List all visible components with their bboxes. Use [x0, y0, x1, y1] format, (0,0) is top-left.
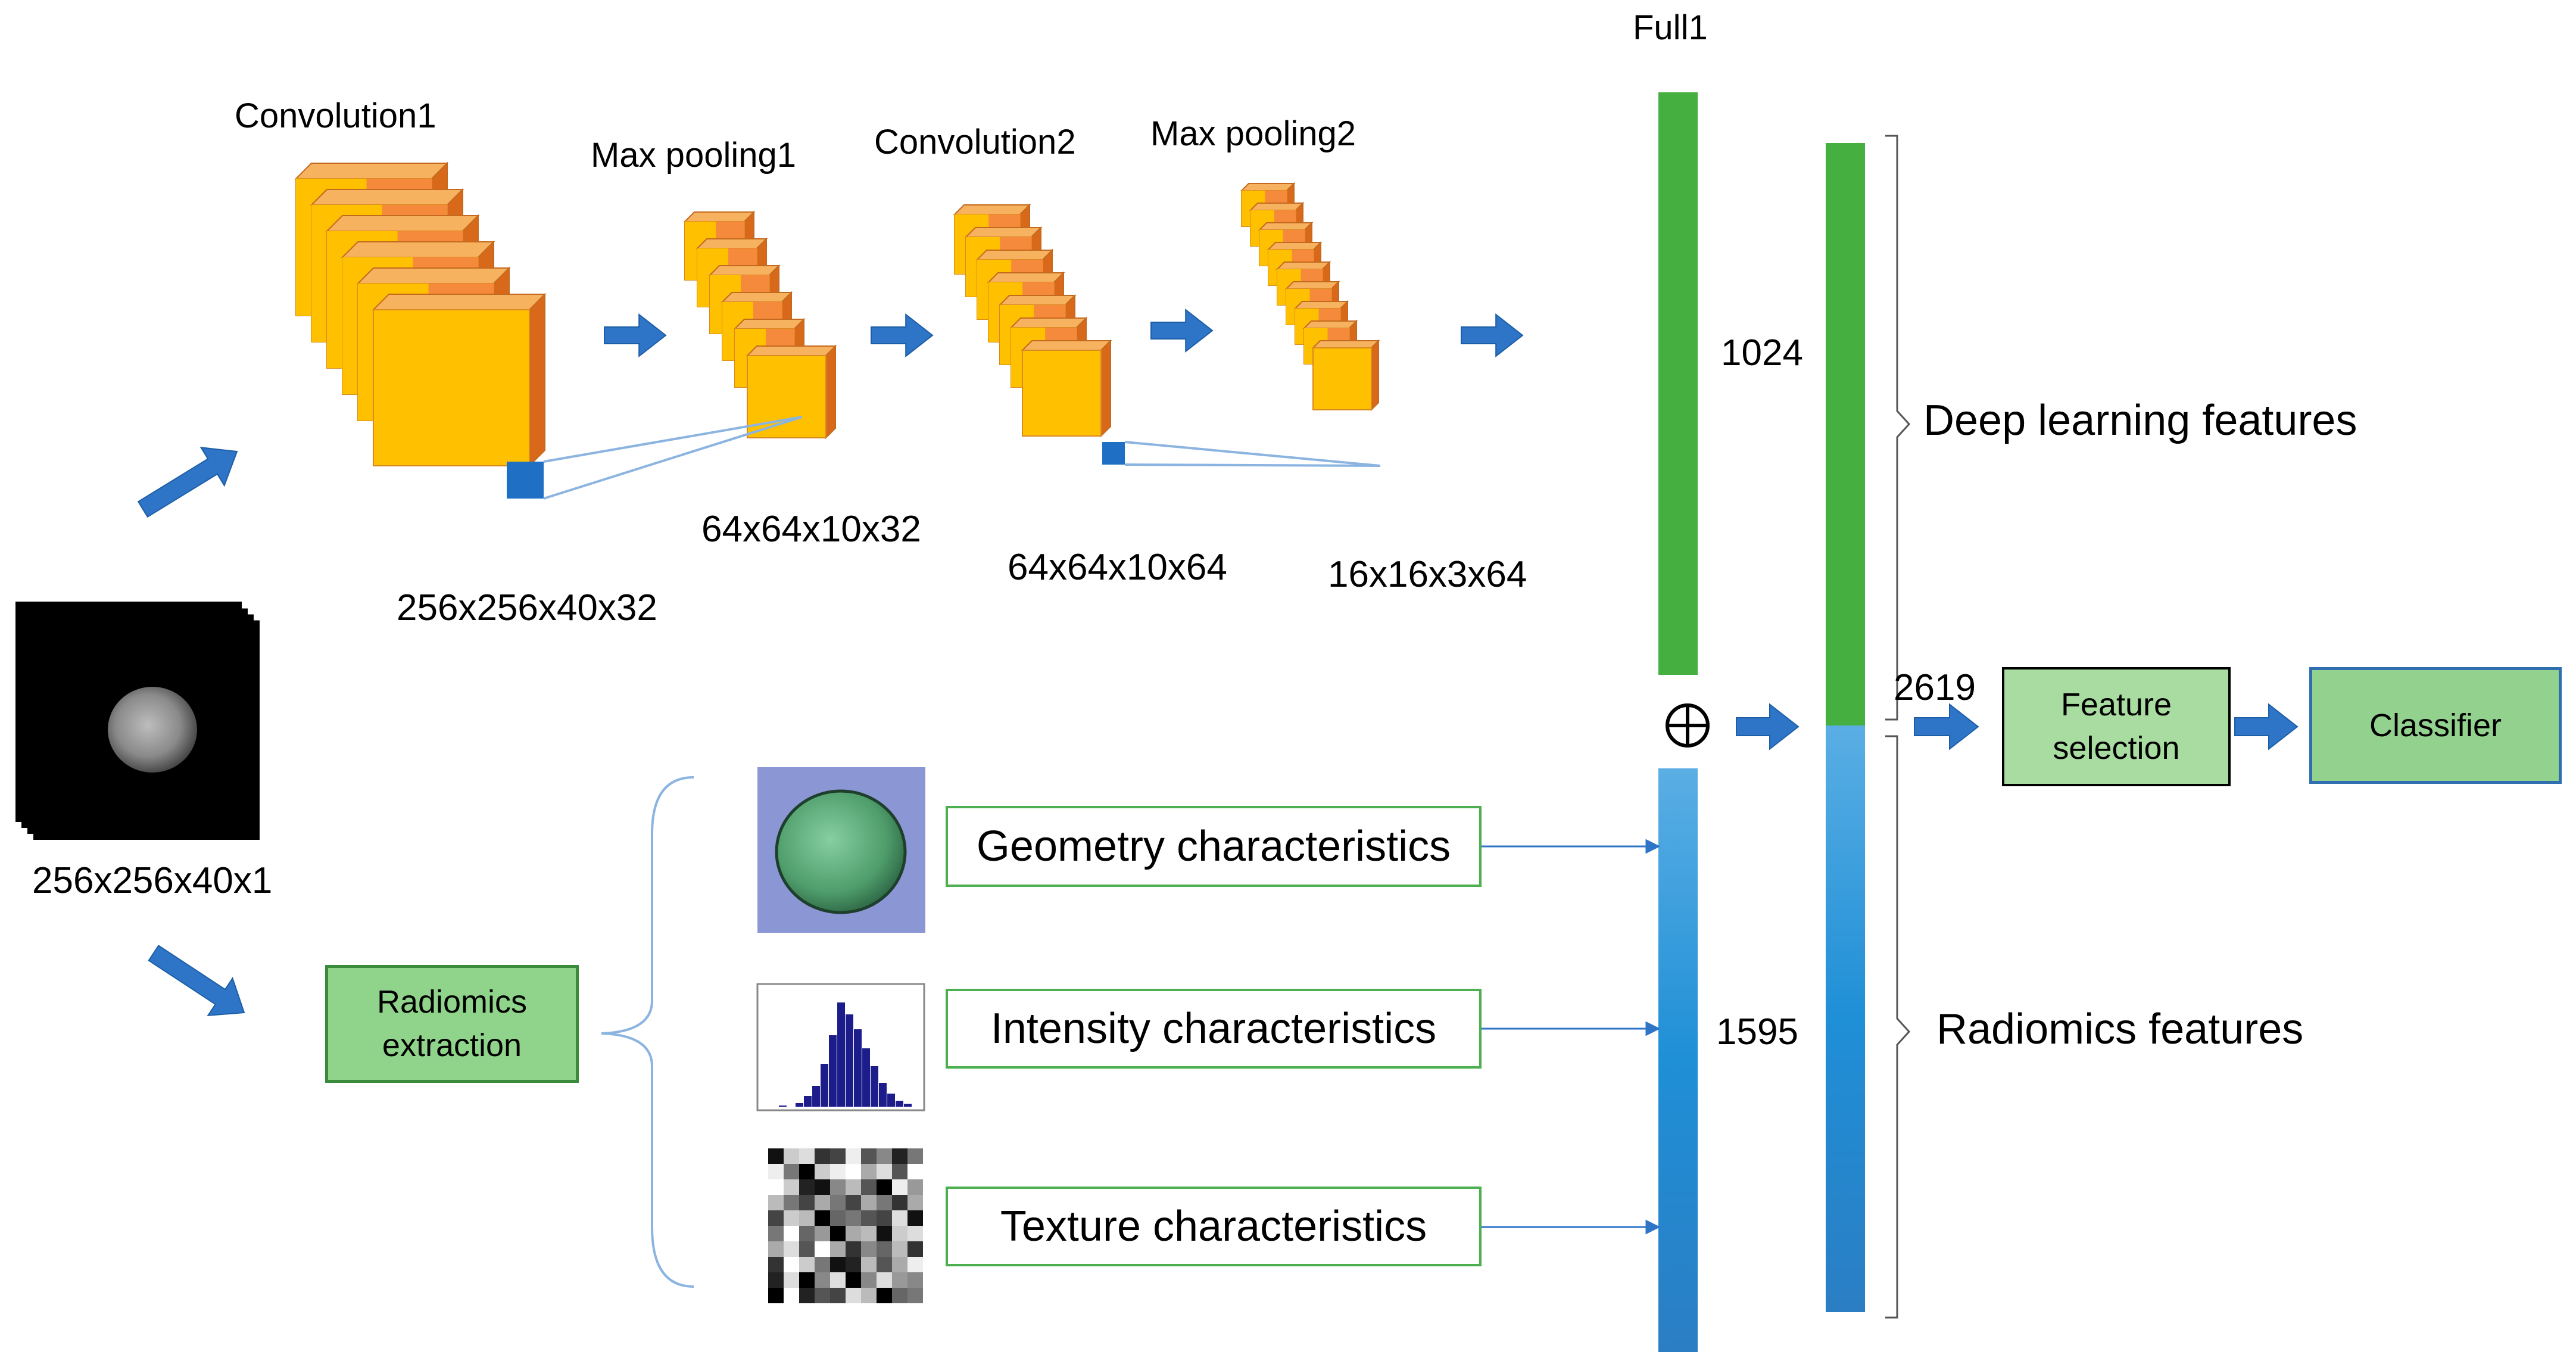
geometry-characteristics-box: Geometry characteristics	[946, 806, 1482, 887]
histogram-bar	[887, 1094, 895, 1107]
radiomics-features-brace	[1885, 735, 1911, 1319]
texture-characteristics-box: Texture characteristics	[946, 1187, 1482, 1266]
conv1-feature-maps	[294, 161, 547, 468]
conv1-map-slice	[372, 292, 547, 468]
full1-deep-bar	[1658, 92, 1698, 675]
histogram-bar	[804, 1096, 812, 1107]
input-volume	[15, 602, 260, 840]
histogram-bar	[821, 1064, 828, 1107]
histogram-bar	[846, 1014, 853, 1107]
characteristics-brace	[601, 776, 694, 1288]
histogram-bar	[871, 1066, 878, 1107]
conv1-to-pool1-arrow	[604, 313, 667, 358]
combined-to-selection-arrow	[1914, 703, 1979, 751]
combined-vector-size: 2619	[1894, 667, 1976, 708]
conv2-label: Convolution2	[874, 123, 1076, 161]
histogram-bar	[779, 1106, 787, 1107]
pool1-to-conv2-arrow	[871, 313, 934, 358]
pool1-label: Max pooling1	[591, 136, 796, 175]
histogram-bar	[796, 1103, 803, 1107]
conv2-to-pool2-arrow	[1150, 308, 1214, 353]
radiomics-vector-size: 1595	[1716, 1011, 1798, 1053]
combined-radiomics-bar	[1826, 725, 1865, 1312]
histogram-bar	[879, 1083, 887, 1107]
combined-deep-bar	[1826, 143, 1865, 725]
intensity-histogram-thumbnail	[756, 983, 925, 1111]
radiomics-features-label: Radiomics features	[1936, 1005, 2304, 1053]
histogram-bar	[904, 1104, 912, 1107]
conv1-label: Convolution1	[235, 96, 436, 135]
pool2-label: Max pooling2	[1150, 114, 1356, 153]
pool1-feature-maps	[683, 210, 837, 440]
conv2-map-slice	[1021, 339, 1112, 438]
receptive-field-conv1	[507, 416, 803, 500]
pool2-to-full-arrow	[1461, 313, 1524, 358]
histogram-bar	[837, 1002, 845, 1107]
intensity-characteristics-box: Intensity characteristics	[946, 989, 1482, 1069]
receptive-field-conv2	[1102, 441, 1381, 467]
pool2-feature-maps	[1240, 182, 1380, 412]
conv1-dimensions: 256x256x40x32	[397, 587, 657, 628]
histogram-bar	[862, 1048, 870, 1107]
concat-symbol-icon	[1666, 703, 1710, 748]
characteristic-connectors	[1482, 839, 1661, 1235]
full1-radiomics-bar	[1658, 768, 1698, 1352]
geometry-thumbnail	[757, 767, 925, 933]
histogram-bar	[854, 1029, 862, 1107]
conv2-dimensions: 64x64x10x64	[1008, 547, 1227, 588]
selection-to-classifier-arrow	[2234, 703, 2299, 751]
input-dimensions: 256x256x40x1	[32, 860, 273, 901]
conv2-feature-maps	[953, 203, 1112, 438]
pool1-map-slice	[746, 344, 837, 440]
concat-to-combined-arrow	[1736, 703, 1800, 751]
deep-vector-size: 1024	[1721, 332, 1803, 373]
deep-features-label: Deep learning features	[1923, 397, 2357, 444]
input-to-conv-arrow	[137, 446, 238, 518]
deep-features-brace	[1885, 135, 1911, 721]
full1-label: Full1	[1633, 8, 1708, 47]
pool2-dimensions: 16x16x3x64	[1328, 554, 1527, 595]
input-to-radiomics-arrow	[148, 945, 245, 1017]
texture-thumbnail	[768, 1148, 923, 1303]
pool1-dimensions: 64x64x10x32	[701, 509, 921, 550]
classifier-box: Classifier	[2309, 667, 2562, 784]
histogram-bar	[829, 1035, 837, 1107]
pool2-map-slice	[1311, 339, 1380, 412]
flow-arrows	[137, 308, 2299, 1017]
histogram-bar	[896, 1101, 903, 1107]
histogram-bar	[812, 1086, 820, 1107]
